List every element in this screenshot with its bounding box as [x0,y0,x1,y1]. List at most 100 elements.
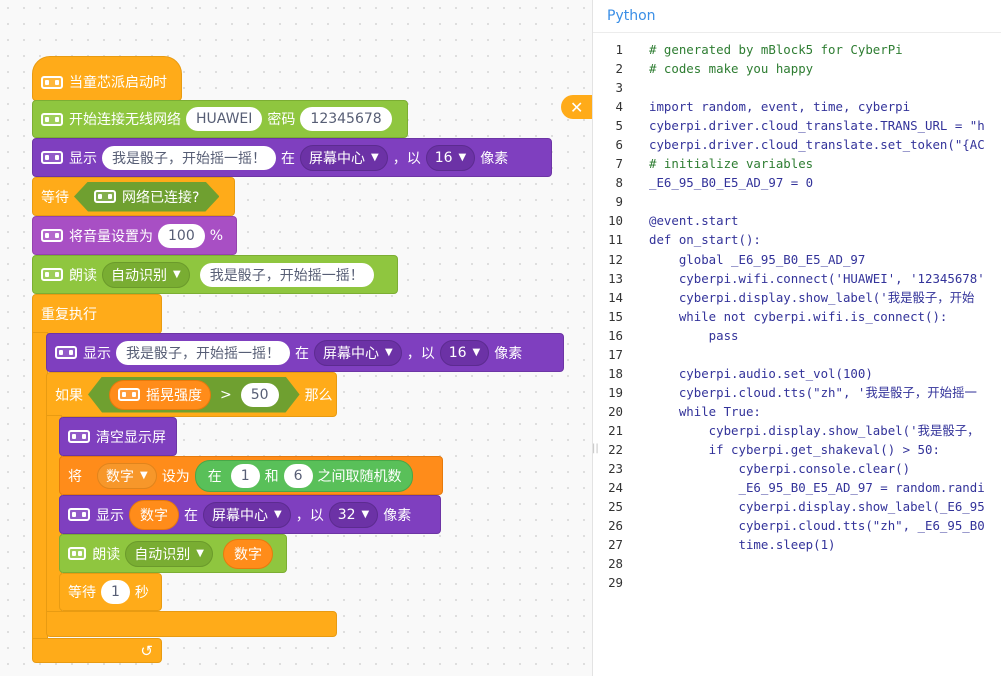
code-line[interactable]: 7# initialize variables [593,154,1001,173]
when-start-hat-block[interactable]: 当童芯派启动时 [32,56,182,101]
position-dropdown[interactable]: 屏幕中心▼ [203,501,291,528]
wifi-ssid-input[interactable]: HUAWEI [186,107,263,131]
variable-dropdown[interactable]: 数字▼ [97,462,157,489]
code-line[interactable]: 12 global _E6_95_B0_E5_AD_97 [593,250,1001,269]
line-number: 28 [608,556,623,572]
variable-reporter[interactable]: 数字 [223,538,273,569]
code-line[interactable]: 29 [593,573,1001,592]
unit-label: 像素 [480,150,509,167]
code-line[interactable]: 19 cyberpi.cloud.tts("zh", '我是骰子，开始摇一 [593,383,1001,402]
threshold-input[interactable]: 50 [241,383,279,407]
code-line[interactable]: 18 cyberpi.audio.set_vol(100) [593,364,1001,383]
code-line[interactable]: 16 pass [593,326,1001,345]
cyberpi-extension-icon [118,388,140,401]
forever-block[interactable]: 重复执行 [32,294,162,334]
cyberpi-extension-icon [94,190,116,203]
line-number: 2 [615,61,623,77]
line-number: 5 [615,118,623,134]
language-dropdown[interactable]: 自动识别▼ [125,540,213,567]
random-reporter[interactable]: 在 1 和 6 之间取随机数 [194,459,413,492]
line-number: 1 [615,42,623,57]
random-max-input[interactable]: 6 [283,463,313,488]
line-number: 22 [608,441,623,457]
show-label-block-loop[interactable]: 显示 我是骰子，开始摇一摇！ 在 屏幕中心▼ ，以 16▼ 像素 [46,333,564,372]
set-volume-label: 将音量设置为 [69,228,153,245]
code-line[interactable]: 9 [593,192,1001,211]
random-min-input[interactable]: 1 [230,463,260,488]
code-line[interactable]: 20 while True: [593,402,1001,421]
volume-input[interactable]: 100 [158,223,205,248]
wait-seconds-block[interactable]: 等待 1 秒 [59,573,162,611]
variable-reporter[interactable]: 数字 [129,499,179,530]
dropdown-arrow-icon: ▼ [140,470,148,481]
code-line[interactable]: 2# codes make you happy [593,59,1001,78]
show-text-input[interactable]: 我是骰子，开始摇一摇！ [116,340,290,365]
code-line[interactable]: 25 cyberpi.display.show_label(_E6_95 [593,497,1001,516]
wait-seconds-input[interactable]: 1 [101,580,130,604]
code-line[interactable]: 22 if cyberpi.get_shakeval() > 50: [593,440,1001,459]
code-text: _E6_95_B0_E5_AD_97 = 0 [649,175,814,191]
code-line[interactable]: 15 while not cyberpi.wifi.is_connect(): [593,307,1001,326]
set-variable-block[interactable]: 将 数字▼ 设为 在 1 和 6 之间取随机数 [59,456,443,495]
tts-variable-block[interactable]: 朗读 自动识别▼ 数字 [59,534,287,573]
code-line[interactable]: 21 cyberpi.display.show_label('我是骰子， [593,421,1001,440]
size-dropdown[interactable]: 32▼ [328,501,379,528]
code-line[interactable]: 13 cyberpi.wifi.connect('HUAWEI', '12345… [593,269,1001,288]
if-block[interactable]: 如果 摇晃强度 > 50 那么 [46,372,337,417]
position-dropdown[interactable]: 屏幕中心▼ [314,339,402,366]
line-number: 27 [608,537,623,553]
wifi-connected-condition[interactable]: 网络已连接? [74,182,219,212]
wait-until-block[interactable]: 等待 网络已连接? [32,177,235,216]
tts-text-input[interactable]: 我是骰子，开始摇一摇！ [199,262,374,287]
code-line[interactable]: 23 cyberpi.console.clear() [593,459,1001,478]
show-text-input[interactable]: 我是骰子，开始摇一摇！ [102,145,276,170]
position-dropdown[interactable]: 屏幕中心▼ [300,144,388,171]
line-number: 29 [608,575,623,591]
language-dropdown[interactable]: 自动识别▼ [102,261,190,288]
line-number: 25 [608,499,623,515]
code-line[interactable]: 17 [593,345,1001,364]
show-label-block[interactable]: 显示 我是骰子，开始摇一摇！ 在 屏幕中心▼ ，以 16▼ 像素 [32,138,552,177]
code-text: # generated by mBlock5 for CyberPi [649,42,903,57]
code-text: global _E6_95_B0_E5_AD_97 [649,251,866,267]
set-volume-block[interactable]: 将音量设置为 100 % [32,216,237,255]
code-line[interactable]: 10@event.start [593,211,1001,230]
tts-block[interactable]: 朗读 自动识别▼ 我是骰子，开始摇一摇！ [32,255,398,294]
code-text: cyberpi.console.clear() [649,461,911,477]
shake-strength-reporter[interactable]: 摇晃强度 [109,380,211,410]
block-workspace[interactable]: 当童芯派启动时 开始连接无线网络 HUAWEI 密码 12345678 显示 我… [0,0,592,676]
code-text: cyberpi.audio.set_vol(100) [649,365,873,381]
shake-condition[interactable]: 摇晃强度 > 50 [88,377,300,413]
line-number: 14 [608,289,623,305]
wifi-password-input[interactable]: 12345678 [300,107,392,131]
code-line[interactable]: 8_E6_95_B0_E5_AD_97 = 0 [593,173,1001,192]
dropdown-arrow-icon: ▼ [472,347,481,358]
set-label: 将 [68,468,82,485]
code-text: # initialize variables [649,156,814,172]
code-line[interactable]: 28 [593,554,1001,573]
code-line[interactable]: 1 # generated by mBlock5 for CyberPi [593,40,1001,59]
tab-python[interactable]: Python [607,8,656,24]
size-dropdown[interactable]: 16▼ [439,339,490,366]
forever-footer: ↺ [32,638,162,663]
code-line[interactable]: 14 cyberpi.display.show_label('我是骰子，开始 [593,288,1001,307]
clear-screen-block[interactable]: 清空显示屏 [59,417,177,456]
size-dropdown[interactable]: 16▼ [425,144,476,171]
line-number: 11 [608,232,623,248]
line-number: 9 [615,194,623,210]
panel-splitter-handle[interactable]: || [592,443,599,454]
code-editor[interactable]: 1 # generated by mBlock5 for CyberPi 2# co… [593,40,1001,592]
code-line[interactable]: 24 _E6_95_B0_E5_AD_97 = random.randi [593,478,1001,497]
wifi-connect-block[interactable]: 开始连接无线网络 HUAWEI 密码 12345678 [32,100,408,138]
cyberpi-extension-icon [68,430,90,443]
close-code-panel-button[interactable]: ✕ [561,95,597,119]
code-line[interactable]: 26 cyberpi.cloud.tts("zh", _E6_95_B0 [593,516,1001,535]
line-number: 6 [615,137,623,153]
code-line[interactable]: 3 [593,78,1001,97]
show-variable-block[interactable]: 显示 数字 在 屏幕中心▼ ，以 32▼ 像素 [59,495,441,534]
code-line[interactable]: 27 time.sleep(1) [593,535,1001,554]
